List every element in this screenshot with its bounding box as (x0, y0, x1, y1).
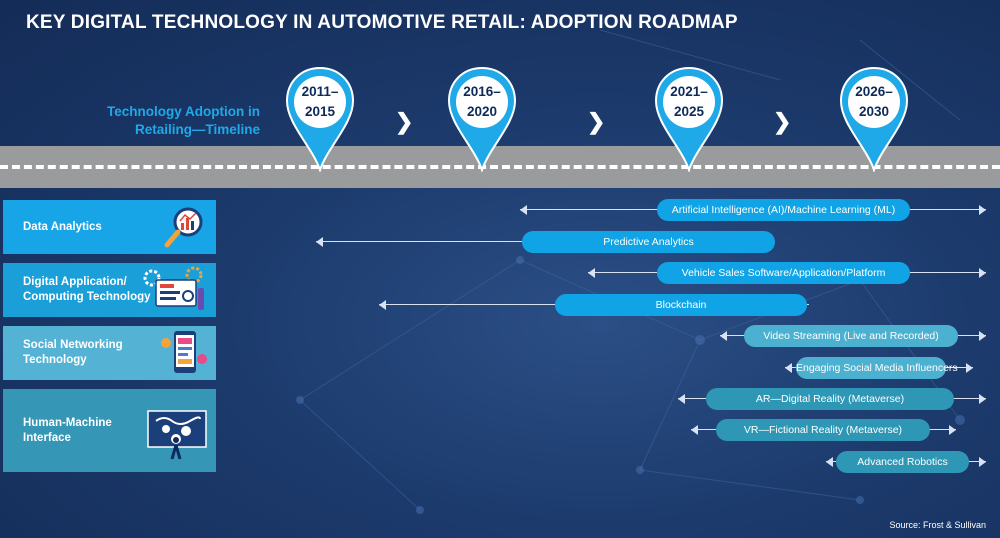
category-data-analytics: Data Analytics (3, 200, 216, 254)
category-label-line1: Data Analytics (23, 221, 102, 233)
category-digital-application: Digital Application/ Computing Technolog… (3, 263, 216, 317)
road-center-stripe (0, 165, 1000, 169)
period-pin-2016-2020: 2016– 2020 (447, 66, 517, 172)
tech-bar-blockchain: Blockchain (555, 294, 807, 316)
smartphone-social-icon (161, 331, 207, 373)
tech-bar-ai-ml: Artificial Intelligence (AI)/Machine Lea… (657, 199, 910, 221)
category-social-networking: Social Networking Technology (3, 326, 216, 380)
category-human-machine-interface: Human-Machine Interface (3, 389, 216, 472)
category-label-line2: Computing Technology (23, 291, 151, 303)
chevron-right-icon: ❯ (773, 109, 792, 134)
tech-bar-video-streaming: Video Streaming (Live and Recorded) (744, 325, 958, 347)
person-screen-icon (147, 410, 207, 460)
source-note: Source: Frost & Sullivan (889, 520, 986, 530)
period-label-line1: 2016– (463, 84, 501, 99)
tech-bar-social-influencers: Engaging Social Media Influencers (796, 357, 958, 379)
tech-bar-advanced-robotics: Advanced Robotics (836, 451, 969, 473)
period-label-line2: 2020 (466, 104, 498, 119)
category-label-line2: Technology (23, 354, 87, 366)
map-pin-icon (447, 66, 517, 172)
category-label-line1: Digital Application/ (23, 276, 127, 288)
chevron-right-icon: ❯ (587, 109, 606, 134)
gears-screen-icon (143, 266, 204, 310)
period-label-line1: 2026– (855, 84, 893, 99)
magnifier-chart-icon (164, 207, 203, 248)
period-pin-2021-2025: 2021– 2025 (654, 66, 724, 172)
category-label-line2: Interface (23, 432, 71, 444)
timeline-label-line1: Technology Adoption in (107, 104, 260, 119)
period-label-line1: 2011– (301, 84, 339, 99)
tech-bar-predictive-analytics: Predictive Analytics (522, 231, 775, 253)
period-label-line2: 2015 (304, 104, 336, 119)
timeline-label: Technology Adoption in Retailing—Timelin… (100, 103, 260, 139)
timeline-label-line2: Retailing—Timeline (134, 122, 260, 137)
map-pin-icon (654, 66, 724, 172)
period-pin-2011-2015: 2011– 2015 (285, 66, 355, 172)
period-label-line2: 2030 (858, 104, 890, 119)
tech-bar-vehicle-sales: Vehicle Sales Software/Application/Platf… (657, 262, 910, 284)
tech-bar-ar: AR—Digital Reality (Metaverse) (706, 388, 954, 410)
period-label-line2: 2025 (673, 104, 705, 119)
category-label-line1: Social Networking (23, 339, 123, 351)
map-pin-icon (285, 66, 355, 172)
chevron-right-icon: ❯ (395, 109, 414, 134)
map-pin-icon (839, 66, 909, 172)
period-label-line1: 2021– (670, 84, 708, 99)
timeline-road (0, 146, 1000, 188)
page-title: KEY DIGITAL TECHNOLOGY IN AUTOMOTIVE RET… (26, 12, 738, 33)
tech-bar-vr: VR—Fictional Reality (Metaverse) (716, 419, 930, 441)
period-pin-2026-2030: 2026– 2030 (839, 66, 909, 172)
category-label-line1: Human-Machine (23, 417, 112, 429)
